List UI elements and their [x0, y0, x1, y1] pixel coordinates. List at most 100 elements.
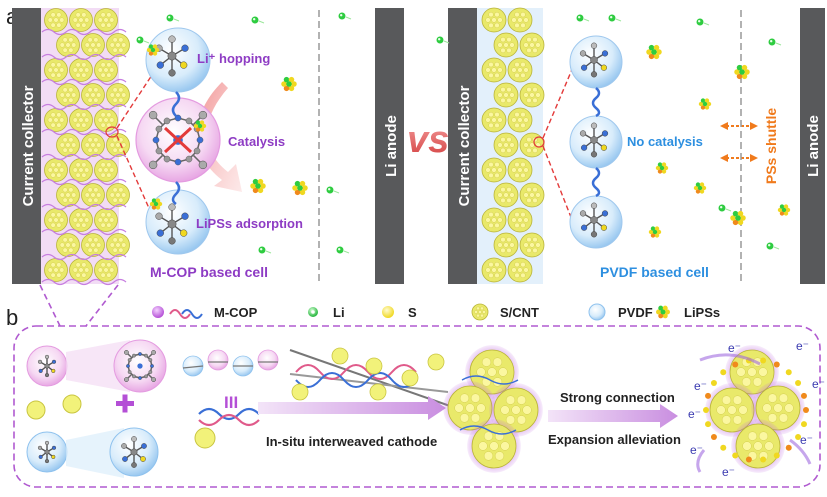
- mcop-fiber-blue: [295, 372, 417, 388]
- scnt-particle: [69, 258, 93, 282]
- sulfur-dot: [795, 379, 802, 386]
- chain-bubble: [257, 349, 279, 371]
- lipss-cluster: [193, 120, 207, 132]
- lipss-cluster: [734, 64, 750, 80]
- scnt-particle: [69, 58, 93, 82]
- sulfur-dot: [760, 456, 767, 463]
- zoom-line-right-top: [542, 59, 577, 139]
- pvdf-linker-bottom: [591, 167, 601, 198]
- scnt-particle: [481, 207, 507, 233]
- scnt-particle: [493, 132, 519, 158]
- li-anode-left: [375, 8, 404, 284]
- scnt-particle: [507, 157, 533, 183]
- li-ion: [768, 38, 782, 46]
- scnt-small: [365, 357, 383, 375]
- lipss-cluster: [281, 76, 297, 92]
- li-ion: [326, 186, 340, 194]
- sulfur-dot: [732, 361, 739, 368]
- legend-label-pvdf: PVDF: [618, 305, 653, 320]
- scnt-particle: [81, 183, 105, 207]
- sulfur-dot: [800, 392, 807, 399]
- zoom-cone-b: [66, 428, 124, 478]
- sulfur-dot: [703, 407, 709, 413]
- label-pvdf-cell: PVDF based cell: [600, 264, 709, 280]
- sulfur-dot: [745, 456, 752, 463]
- scnt-particle: [519, 132, 545, 158]
- mcop-chain-bubbles: [182, 349, 279, 377]
- scnt-particle-1: [26, 400, 46, 420]
- scnt-small: [401, 369, 419, 387]
- label-no-catalysis: No catalysis: [627, 134, 703, 149]
- molecule-model: [155, 35, 189, 77]
- li-ion: [718, 204, 732, 212]
- scnt-particle: [731, 419, 785, 473]
- scnt-particle: [69, 8, 93, 32]
- electron-labels: e⁻e⁻e⁻e⁻e⁻e⁻e⁻e⁻: [688, 339, 825, 479]
- panel-b-tag: b: [6, 305, 18, 330]
- label-lipss-adsorption: LiPSs adsorption: [196, 216, 303, 231]
- scnt-particle: [507, 257, 533, 283]
- sulfur-dot: [773, 361, 780, 368]
- scnt-particle: [493, 32, 519, 58]
- mcop-linker-bottom: [171, 181, 181, 206]
- lipss-cluster: [730, 210, 746, 226]
- sulfur-dot: [720, 444, 727, 451]
- scnt-particle: [481, 257, 507, 283]
- mcop-bubble-bottom: [145, 189, 211, 255]
- scnt-particle: [106, 233, 130, 257]
- scnt-particle: [44, 158, 68, 182]
- scnt-small: [291, 383, 309, 401]
- current-collector-right: [448, 8, 477, 284]
- legend-label-li: Li: [333, 305, 345, 320]
- lipss-cluster: [655, 162, 669, 174]
- scnt-particle: [481, 57, 507, 83]
- label-in-situ: In-situ interweaved cathode: [266, 434, 437, 449]
- catalyst-model: [124, 350, 156, 382]
- mcop-chain: [41, 53, 127, 61]
- wave-blue: [198, 407, 260, 421]
- panel-b-frame: [13, 325, 821, 488]
- scnt-particle: [81, 33, 105, 57]
- legend: M-COP Li S S/CNT PVDF LiPSs: [152, 303, 720, 321]
- li-anode-right: [800, 8, 825, 284]
- scnt-particle: [81, 83, 105, 107]
- scnt-particle: [69, 208, 93, 232]
- current-collector-left: [12, 8, 41, 284]
- scnt-particle: [94, 8, 118, 32]
- scnt-particle: [94, 58, 118, 82]
- monomer-b-zoom: [109, 427, 159, 477]
- electron-label: e⁻: [796, 339, 809, 353]
- electron-label: e⁻: [694, 379, 707, 393]
- li-ion: [166, 14, 180, 22]
- li-ion: [258, 246, 272, 254]
- electron-label: e⁻: [800, 433, 813, 447]
- lipss-cluster: [656, 305, 670, 319]
- li-ion: [251, 16, 265, 24]
- label-catalysis: Catalysis: [228, 134, 285, 149]
- sulfur-dot: [785, 444, 792, 451]
- chain-bubble: [207, 349, 229, 371]
- scnt-particle: [467, 419, 521, 473]
- equals-sign: III: [224, 393, 238, 412]
- label-expansion-alleviation: Expansion alleviation: [548, 432, 681, 447]
- scnt-small: [331, 347, 349, 365]
- li-anode-left-label: Li anode: [383, 115, 400, 177]
- scnt-particle: [56, 183, 80, 207]
- arrow-interweave: [258, 396, 446, 420]
- li-ion: [136, 36, 150, 44]
- plus-sign: [116, 394, 134, 413]
- molecule-model: [579, 42, 609, 78]
- scnt-particle: [507, 7, 533, 33]
- legend-label-mcop: M-COP: [214, 305, 258, 320]
- lipss-cluster: [648, 226, 662, 238]
- electron-label: e⁻: [690, 443, 703, 457]
- shuttle-arrowheads: [720, 122, 758, 162]
- callout-line-a: [39, 284, 61, 327]
- scnt-particle: [56, 33, 80, 57]
- li-ion: [436, 36, 450, 44]
- shuttle-arrows: [726, 125, 752, 159]
- li-ion: [608, 14, 622, 22]
- scnt-particle: [81, 133, 105, 157]
- label-strong-connection: Strong connection: [560, 390, 675, 405]
